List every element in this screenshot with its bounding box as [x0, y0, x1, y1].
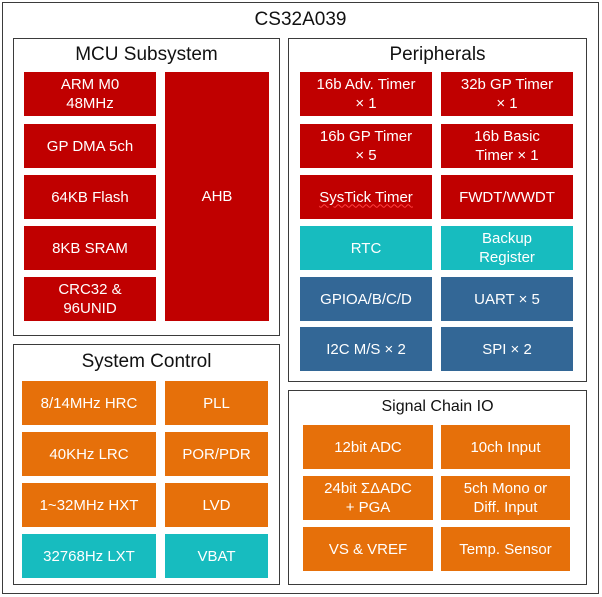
chip-title: CS32A039 — [254, 9, 347, 30]
por-pdr-block: POR/PDR — [165, 432, 268, 476]
flash-block: 64KB Flash — [24, 175, 156, 219]
lxt-block: 32768Hz LXT — [22, 534, 156, 578]
uart-block: UART × 5 — [441, 277, 573, 321]
ahb-bus-block: AHB — [165, 72, 269, 321]
pll-block: PLL — [165, 381, 268, 425]
input10-block: 10ch Input — [441, 425, 570, 469]
vs-vref-block: VS & VREF — [303, 527, 433, 571]
i2c-block: I2C M/S × 2 — [300, 327, 432, 371]
mcu-subsystem-title: MCU Subsystem — [75, 44, 218, 65]
rtc-block: RTC — [300, 226, 432, 270]
backup-register-block: Backup Register — [441, 226, 573, 270]
hrc-block: 8/14MHz HRC — [22, 381, 156, 425]
vbat-block: VBAT — [165, 534, 268, 578]
system-control-title: System Control — [81, 351, 212, 372]
systick-timer-label: SysTick Timer — [319, 188, 413, 206]
sdadc-block: 24bit ΣΔADC + PGA — [303, 476, 433, 520]
adc12-block: 12bit ADC — [303, 425, 433, 469]
sram-block: 8KB SRAM — [24, 226, 156, 270]
gp-dma-block: GP DMA 5ch — [24, 124, 156, 168]
gp32-timer-block: 32b GP Timer × 1 — [441, 72, 573, 116]
spi-block: SPI × 2 — [441, 327, 573, 371]
temp-sensor-block: Temp. Sensor — [441, 527, 570, 571]
hxt-block: 1~32MHz HXT — [22, 483, 156, 527]
peripherals-title: Peripherals — [389, 44, 486, 65]
signal-chain-title: Signal Chain IO — [381, 398, 494, 415]
mono-diff-input-block: 5ch Mono or Diff. Input — [441, 476, 570, 520]
lvd-block: LVD — [165, 483, 268, 527]
crc32-block: CRC32 & 96UNID — [24, 277, 156, 321]
watchdog-block: FWDT/WWDT — [441, 175, 573, 219]
lrc-block: 40KHz LRC — [22, 432, 156, 476]
basic-timer-block: 16b Basic Timer × 1 — [441, 124, 573, 168]
adv-timer-block: 16b Adv. Timer × 1 — [300, 72, 432, 116]
arm-m0-block: ARM M0 48MHz — [24, 72, 156, 116]
systick-timer-block: SysTick Timer — [300, 175, 432, 219]
gp16-timer-block: 16b GP Timer × 5 — [300, 124, 432, 168]
gpio-block: GPIOA/B/C/D — [300, 277, 432, 321]
